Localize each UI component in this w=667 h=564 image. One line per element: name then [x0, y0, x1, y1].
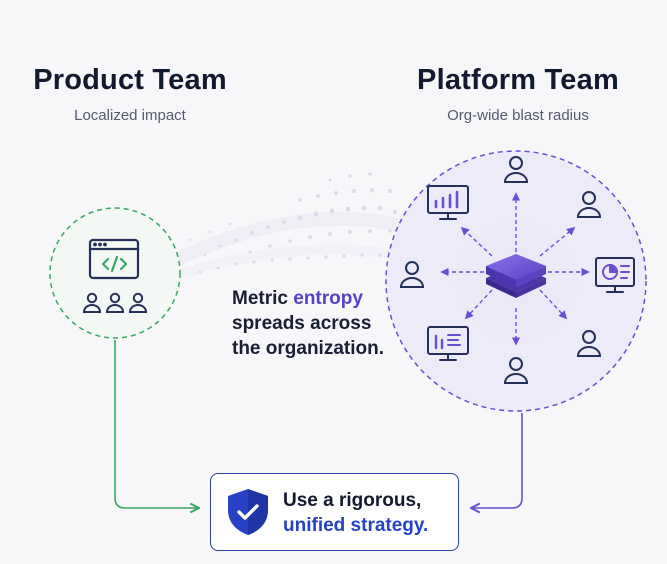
shield-check-icon — [228, 489, 268, 535]
strategy-line-2: unified strategy. — [283, 515, 429, 536]
product-team-title: Product Team — [33, 64, 227, 96]
chart-monitor-icon — [427, 326, 469, 361]
user-icon-top — [503, 156, 529, 183]
platform-team-heading: Platform Team Org-wide blast radius — [398, 64, 638, 124]
product-team-heading: Product Team Localized impact — [20, 64, 240, 124]
product-connector-arrow — [114, 340, 198, 508]
team-icon — [82, 292, 148, 313]
platform-connector-arrow — [472, 413, 523, 508]
user-icon-bottom-right — [576, 330, 602, 357]
user-icon-top-right — [576, 191, 602, 218]
platform-team-subtitle: Org-wide blast radius — [447, 107, 589, 124]
presentation-icon — [595, 257, 635, 293]
platform-team-node — [385, 150, 647, 412]
code-window-icon — [88, 238, 140, 280]
product-team-node — [49, 207, 181, 339]
caption-rest: spreads across the organization. — [232, 313, 384, 359]
product-team-subtitle: Localized impact — [74, 107, 186, 124]
caption-prefix: Metric — [232, 288, 294, 309]
entropy-wave — [168, 172, 427, 280]
caption-accent: entropy — [293, 288, 363, 309]
platform-team-title: Platform Team — [417, 64, 619, 96]
entropy-caption: Metric entropy spreads across the organi… — [232, 286, 402, 361]
blast-radius-arrows — [440, 192, 590, 346]
user-icon-bottom — [503, 357, 529, 384]
dashboard-icon — [427, 185, 469, 220]
strategy-box: Use a rigorous, unified strategy. — [210, 473, 459, 551]
stacked-cube-icon — [486, 254, 546, 298]
user-icon-left — [399, 261, 425, 288]
strategy-line-1: Use a rigorous, — [283, 490, 422, 511]
